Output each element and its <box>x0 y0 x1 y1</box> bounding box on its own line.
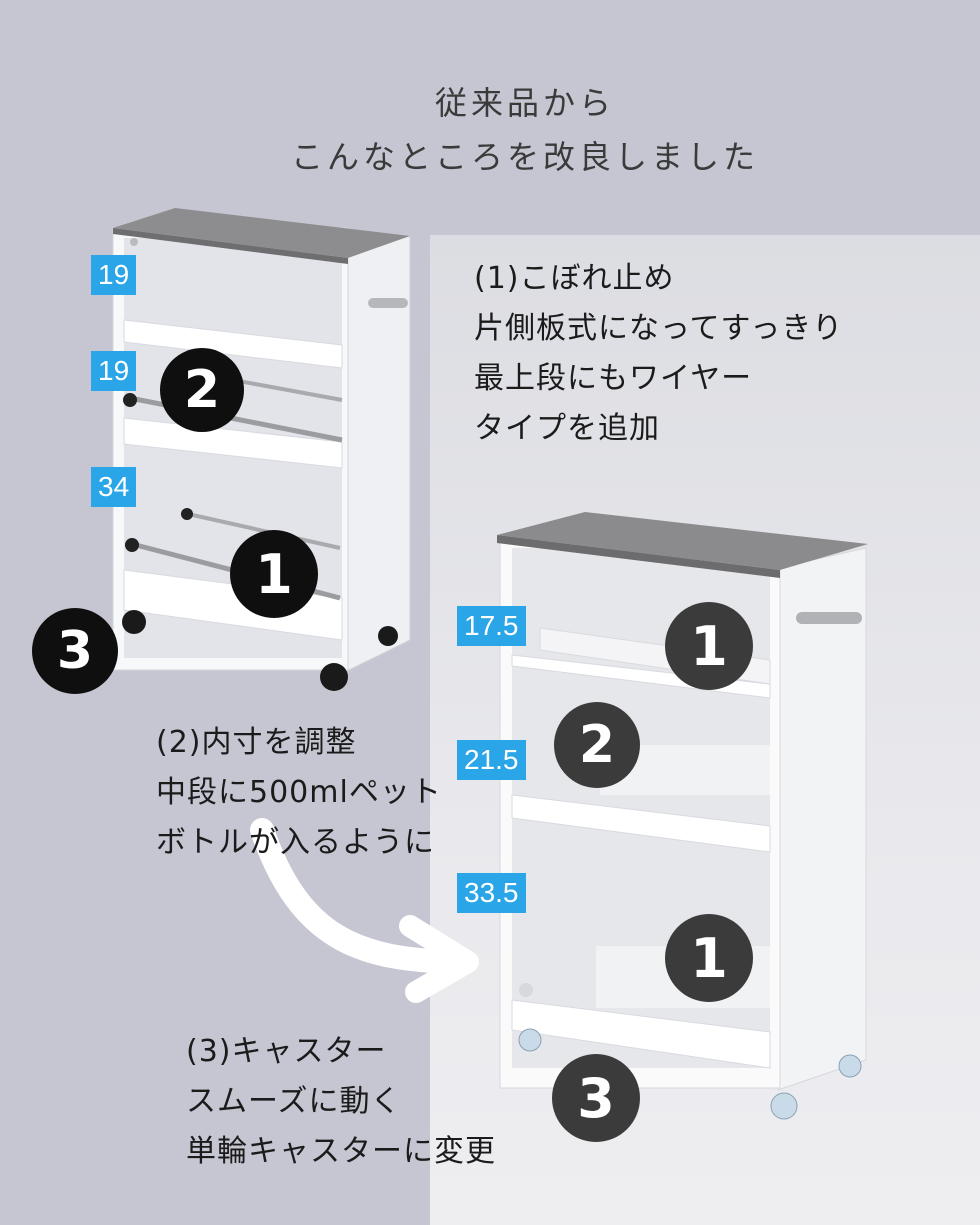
new-badge-2: 2 <box>554 702 640 788</box>
improvement-2-line: 中段に500mlペット <box>156 775 442 810</box>
old-dimension-label: 19 <box>91 255 137 295</box>
new-dimension-label: 17.5 <box>457 606 526 646</box>
improvement-3-line: スムーズに動く <box>186 1084 402 1119</box>
improvement-2-note: (2)内寸を調整 中段に500mlペット ボトルが入るように <box>156 718 442 868</box>
improvement-2-line: ボトルが入るように <box>156 825 435 860</box>
old-badge-1: 1 <box>230 530 318 618</box>
improvement-2-title: (2)内寸を調整 <box>156 725 357 760</box>
old-badge-3: 3 <box>32 608 118 694</box>
old-rack-illustration <box>112 208 411 691</box>
improvement-3-title: (3)キャスター <box>186 1034 387 1069</box>
heading-line-2: こんなところを改良しました <box>290 138 759 176</box>
improvement-1-note: (1)こぼれ止め 片側板式になってすっきり 最上段にもワイヤー タイプを追加 <box>474 254 843 454</box>
heading-line-1: 従来品から <box>434 84 615 122</box>
new-badge-1: 1 <box>665 602 753 690</box>
new-badge-1: 1 <box>665 914 753 1002</box>
new-rack-illustration <box>497 512 868 1120</box>
new-dimension-label: 21.5 <box>457 740 526 780</box>
improvement-3-line: 単輪キャスターに変更 <box>186 1134 496 1169</box>
improvement-1-title: (1)こぼれ止め <box>474 261 675 296</box>
improvement-1-line: 最上段にもワイヤー <box>474 361 753 396</box>
improvement-1-line: 片側板式になってすっきり <box>474 311 844 346</box>
new-badge-3: 3 <box>552 1054 640 1142</box>
old-dimension-label: 19 <box>91 351 137 391</box>
new-dimension-label: 33.5 <box>457 873 526 913</box>
improvement-1-line: タイプを追加 <box>474 411 660 446</box>
old-badge-2: 2 <box>160 348 244 432</box>
improvement-3-note: (3)キャスター スムーズに動く 単輪キャスターに変更 <box>186 1027 496 1177</box>
old-dimension-label: 34 <box>91 467 137 507</box>
transition-arrow <box>250 818 479 1003</box>
